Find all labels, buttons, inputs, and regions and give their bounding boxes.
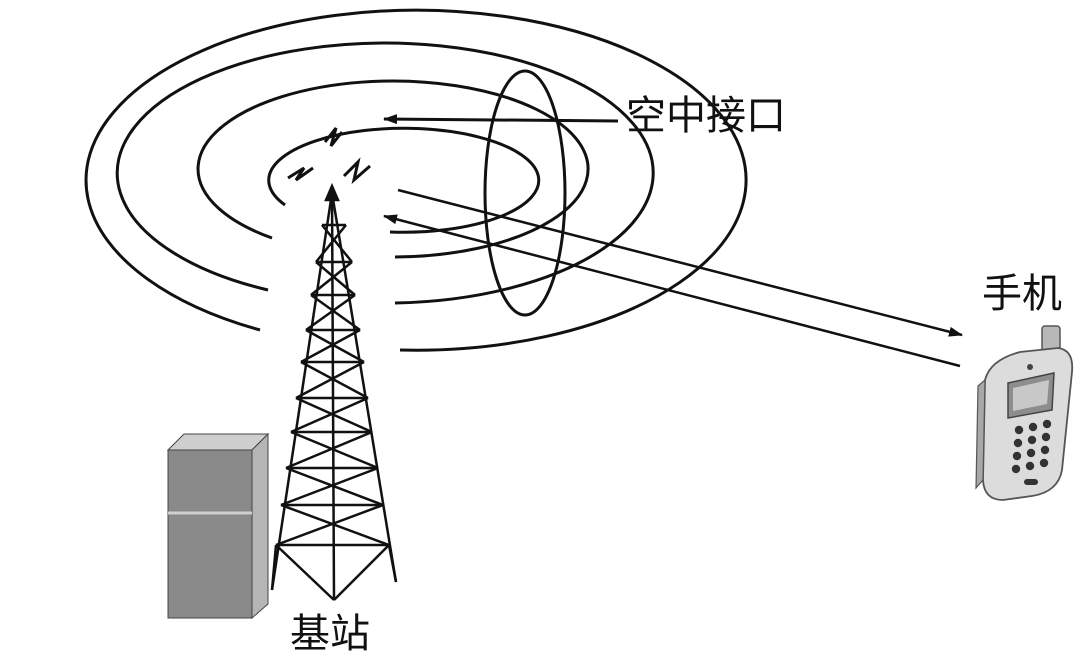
air-interface-ellipse [483,69,567,317]
radio-wave-rings [84,8,748,352]
base-station-label: 基站 [290,611,370,657]
wave-ring-4 [267,126,541,234]
zigzag-icon [323,127,344,147]
air-interface-pointer-arrow [383,114,619,125]
zigzag-icon [287,166,314,182]
mobile-phone-icon [975,325,1074,501]
uplink-arrow [383,214,961,368]
wave-ring-1 [84,8,748,352]
zigzag-icon [342,157,371,185]
downlink-arrow [397,188,963,337]
equipment-cabinet-icon [166,432,270,620]
wave-ring-3 [196,79,590,259]
air-interface-label: 空中接口 [626,93,786,139]
antenna-tower-icon [270,182,398,601]
signal-zigzag-icons [287,127,371,185]
wave-ring-2 [115,41,655,305]
mobile-phone-label: 手机 [982,271,1062,317]
